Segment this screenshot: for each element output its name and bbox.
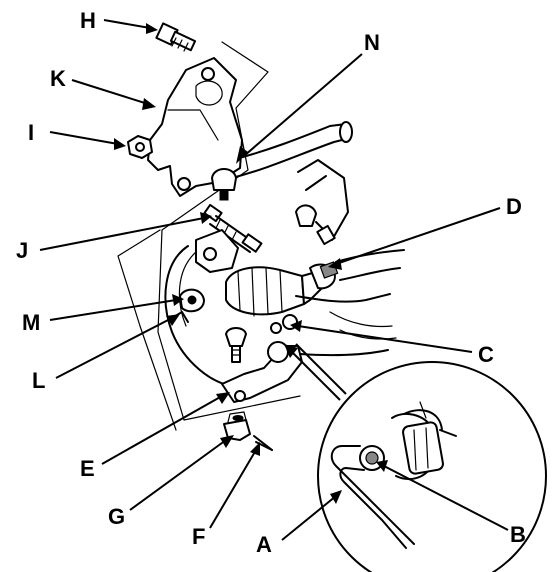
label-h: H	[80, 8, 96, 33]
stabilizer-link-ball	[211, 168, 237, 201]
label-m: M	[22, 310, 40, 335]
lower-arm	[221, 293, 397, 403]
label-g: G	[108, 504, 125, 529]
label-e: E	[80, 456, 95, 481]
lower-ball-joint	[225, 327, 247, 363]
leader-lines	[39, 19, 509, 541]
label-c: C	[478, 342, 494, 367]
label-a: A	[256, 532, 272, 557]
label-i: I	[28, 120, 34, 145]
label-b: B	[510, 522, 526, 547]
link-bolt-j	[203, 203, 263, 253]
label-k: K	[50, 66, 66, 91]
label-j: J	[16, 238, 28, 263]
tie-rod-end-d	[309, 249, 405, 290]
nut-i	[127, 135, 153, 159]
label-f: F	[192, 524, 205, 549]
callout-labels: H K I J M L E G F A B C D N	[16, 8, 526, 557]
detail-pointer-arrow	[284, 343, 347, 401]
label-n: N	[364, 30, 380, 55]
driveshaft-boot	[225, 266, 323, 317]
castle-nut-g	[223, 411, 251, 441]
stabilizer-bar	[231, 121, 353, 179]
damper-fork	[295, 159, 349, 246]
upper-arm	[147, 57, 243, 197]
label-d: D	[506, 194, 522, 219]
knuckle-disc	[164, 229, 239, 387]
label-l: L	[32, 368, 45, 393]
bolt-h	[155, 22, 197, 52]
reference-frame	[117, 41, 301, 431]
